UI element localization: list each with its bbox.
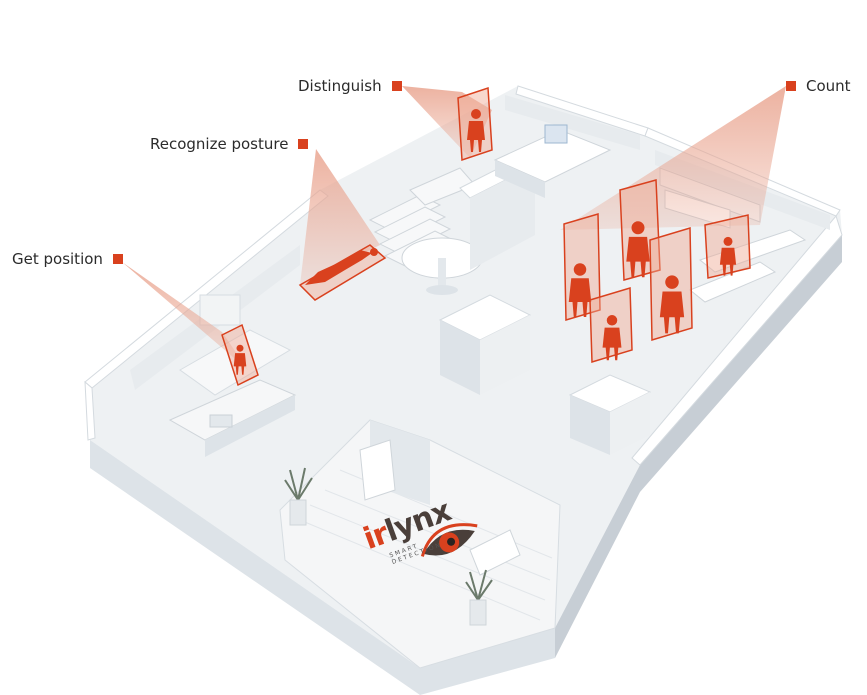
callout-label: Distinguish <box>298 77 382 95</box>
eye-logo-icon <box>420 523 478 557</box>
dining-table <box>401 237 483 295</box>
bedroom <box>493 95 640 198</box>
callout-label: Count <box>806 77 851 95</box>
detection-get-position <box>221 323 259 387</box>
callout-count: Count <box>786 77 851 95</box>
detection-distinguish <box>457 86 493 162</box>
beam-get-position <box>122 262 248 370</box>
sensor-marker-icon <box>391 81 402 91</box>
detection-recognize-posture <box>298 244 387 301</box>
kitchen-counter <box>168 379 297 457</box>
sensor-marker-icon <box>298 139 309 149</box>
bathroom <box>568 374 652 455</box>
plant-icon <box>284 467 313 526</box>
plant-icon <box>465 569 493 626</box>
beam-count <box>560 86 786 230</box>
sensor-marker-icon <box>112 254 123 264</box>
callout-label: Get position <box>12 250 103 268</box>
callout-distinguish: Distinguish <box>298 77 402 95</box>
detections <box>221 86 751 387</box>
sensor-marker-icon <box>786 81 796 91</box>
terrace <box>279 419 561 669</box>
person-silhouette-icon <box>305 250 372 285</box>
callout-get-position: Get position <box>12 250 123 268</box>
callout-label: Recognize posture <box>150 135 289 153</box>
detection-count <box>563 179 751 363</box>
callout-recognize-posture: Recognize posture <box>150 135 309 153</box>
